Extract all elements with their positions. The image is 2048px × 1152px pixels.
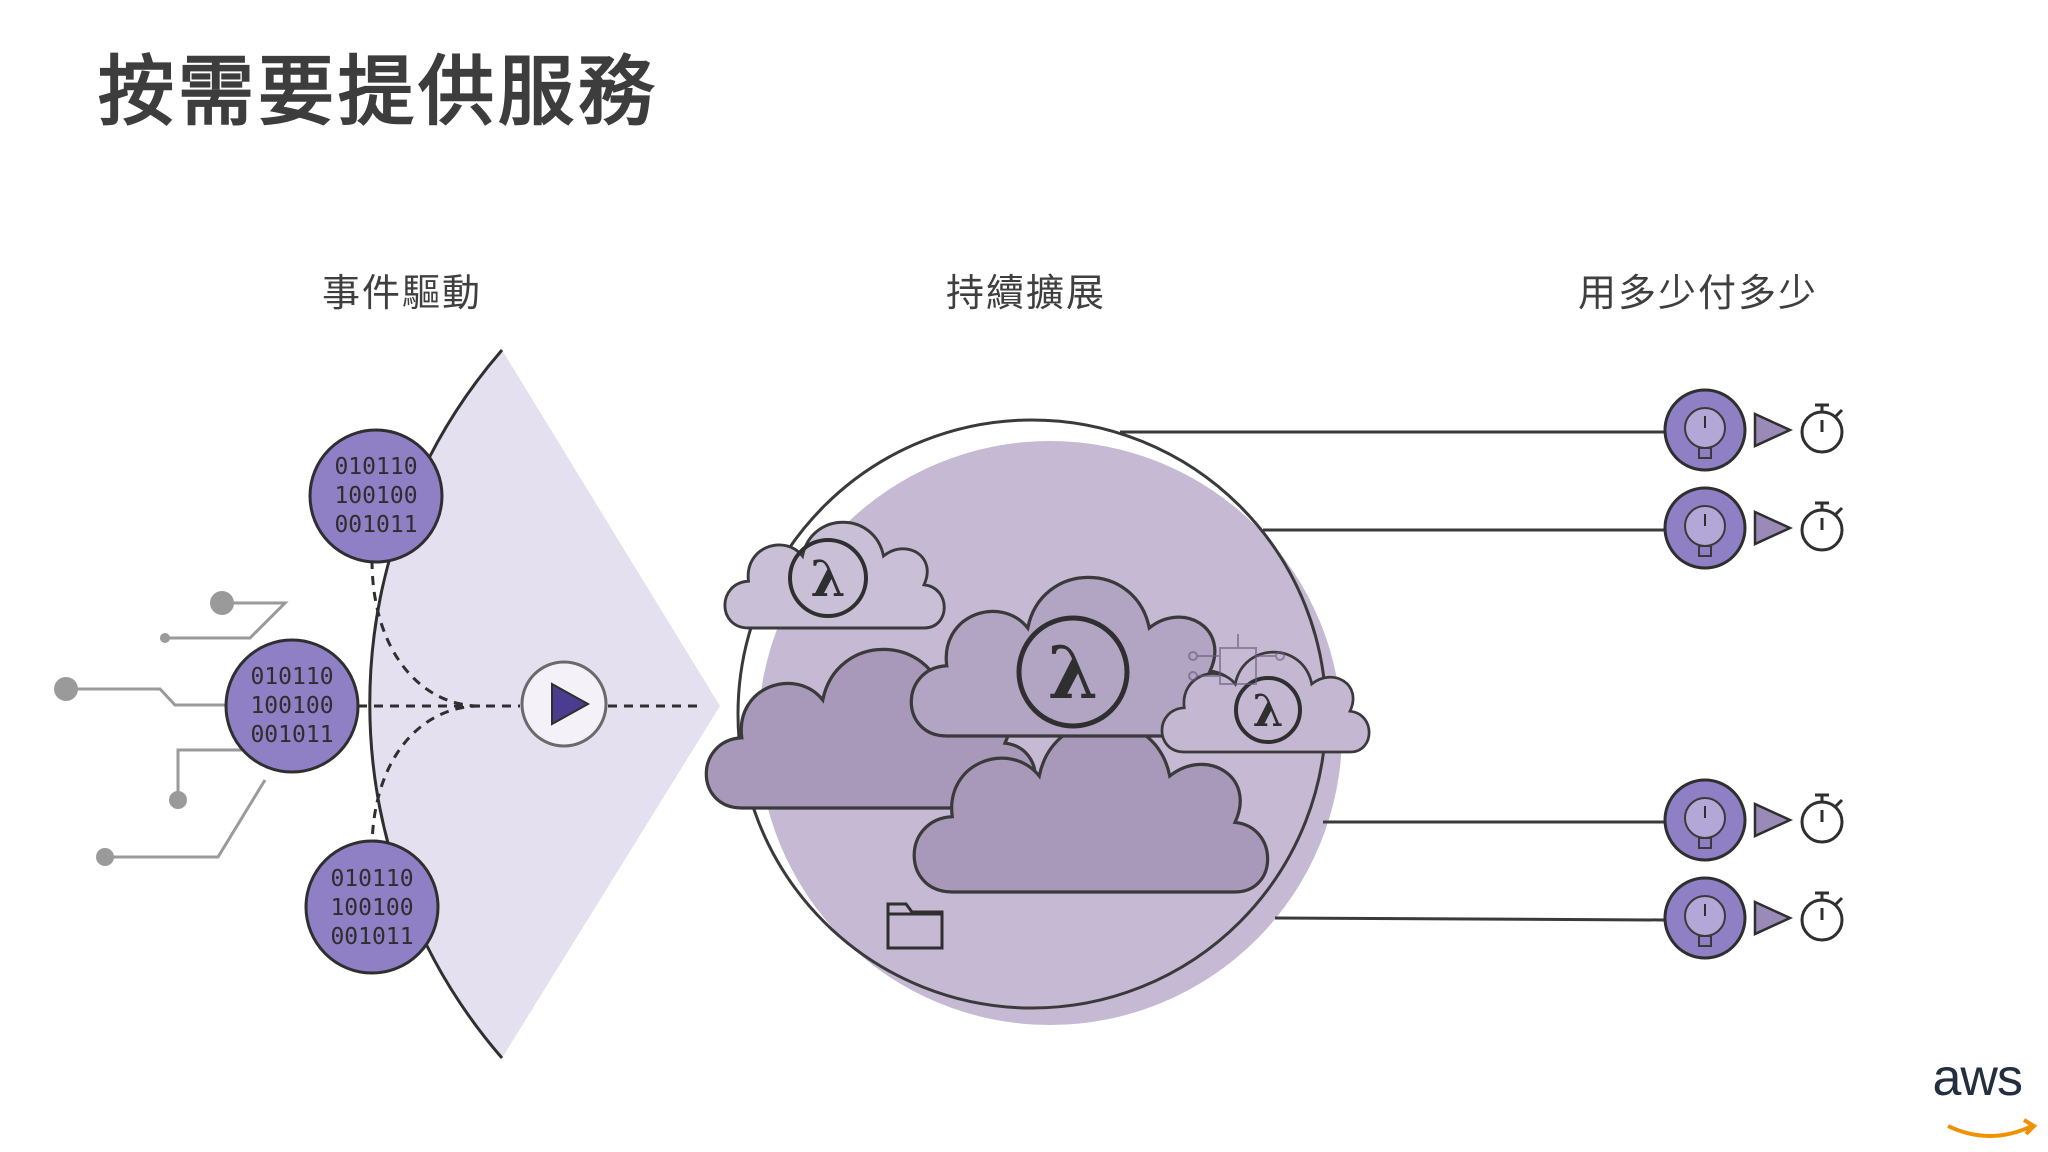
label-continuous-scaling: 持續擴展 [946, 271, 1107, 315]
arrow-right-icon [1753, 412, 1794, 448]
event-fan-arc [368, 349, 504, 1059]
meter-row-1 [1663, 388, 1844, 472]
binary-line: 010110 [334, 454, 417, 480]
aws-smile-icon [1947, 1118, 2038, 1138]
event-flow-lines [358, 559, 700, 851]
circuit-icon [1188, 634, 1285, 685]
meter-row-3 [1663, 778, 1844, 862]
label-pay-per-use: 用多少付多少 [1578, 271, 1819, 315]
lambda-symbol: λ [1253, 686, 1284, 737]
event-driven-section: 010110 100100 001011 010110 100100 00101… [54, 349, 720, 1059]
arrow-right-icon [1753, 900, 1794, 936]
wire-node [96, 848, 114, 866]
meter-row-4 [1663, 876, 1844, 960]
arrow-right-icon [1753, 802, 1794, 838]
lambda-icon: λ [788, 538, 868, 618]
wire-node [210, 591, 234, 615]
lambda-symbol: λ [810, 549, 845, 608]
event-source-middle: 010110 100100 001011 [224, 638, 360, 774]
arrow-right-icon [1753, 510, 1794, 546]
slide-title: 按需要提供服務 [98, 47, 658, 136]
meter-row-2 [1663, 486, 1844, 570]
label-event-driven: 事件驅動 [322, 271, 483, 315]
stopwatch-icon [1800, 793, 1844, 844]
binary-line: 010110 [250, 664, 333, 690]
scaling-section: λ λ λ [704, 418, 1371, 1025]
wire-node [54, 677, 78, 701]
folder-icon [886, 902, 944, 950]
event-source-top: 010110 100100 001011 [308, 428, 444, 564]
lambda-icon: λ [1234, 676, 1302, 744]
gauge-icon [1663, 486, 1747, 570]
gauge-icon [1663, 778, 1747, 862]
binary-line: 100100 [330, 895, 413, 921]
stopwatch-icon [1800, 891, 1844, 942]
event-source-bottom: 010110 100100 001011 [304, 839, 440, 975]
wire-node [169, 791, 187, 809]
aws-logo: aws [1932, 1049, 2023, 1107]
stopwatch-icon [1800, 501, 1844, 552]
gauge-icon [1663, 388, 1747, 472]
billing-lines [1120, 430, 1665, 922]
lambda-symbol: λ [1048, 630, 1098, 715]
play-icon [520, 660, 608, 748]
binary-line: 100100 [250, 693, 333, 719]
wire-node [160, 633, 170, 643]
binary-line: 001011 [250, 722, 333, 748]
stopwatch-icon [1800, 403, 1844, 454]
binary-line: 001011 [330, 924, 413, 950]
binary-line: 010110 [330, 866, 413, 892]
gauge-icon [1663, 876, 1747, 960]
binary-line: 001011 [334, 512, 417, 538]
lambda-icon: λ [1016, 615, 1130, 729]
billing-section [1120, 388, 1844, 960]
binary-line: 100100 [334, 483, 417, 509]
